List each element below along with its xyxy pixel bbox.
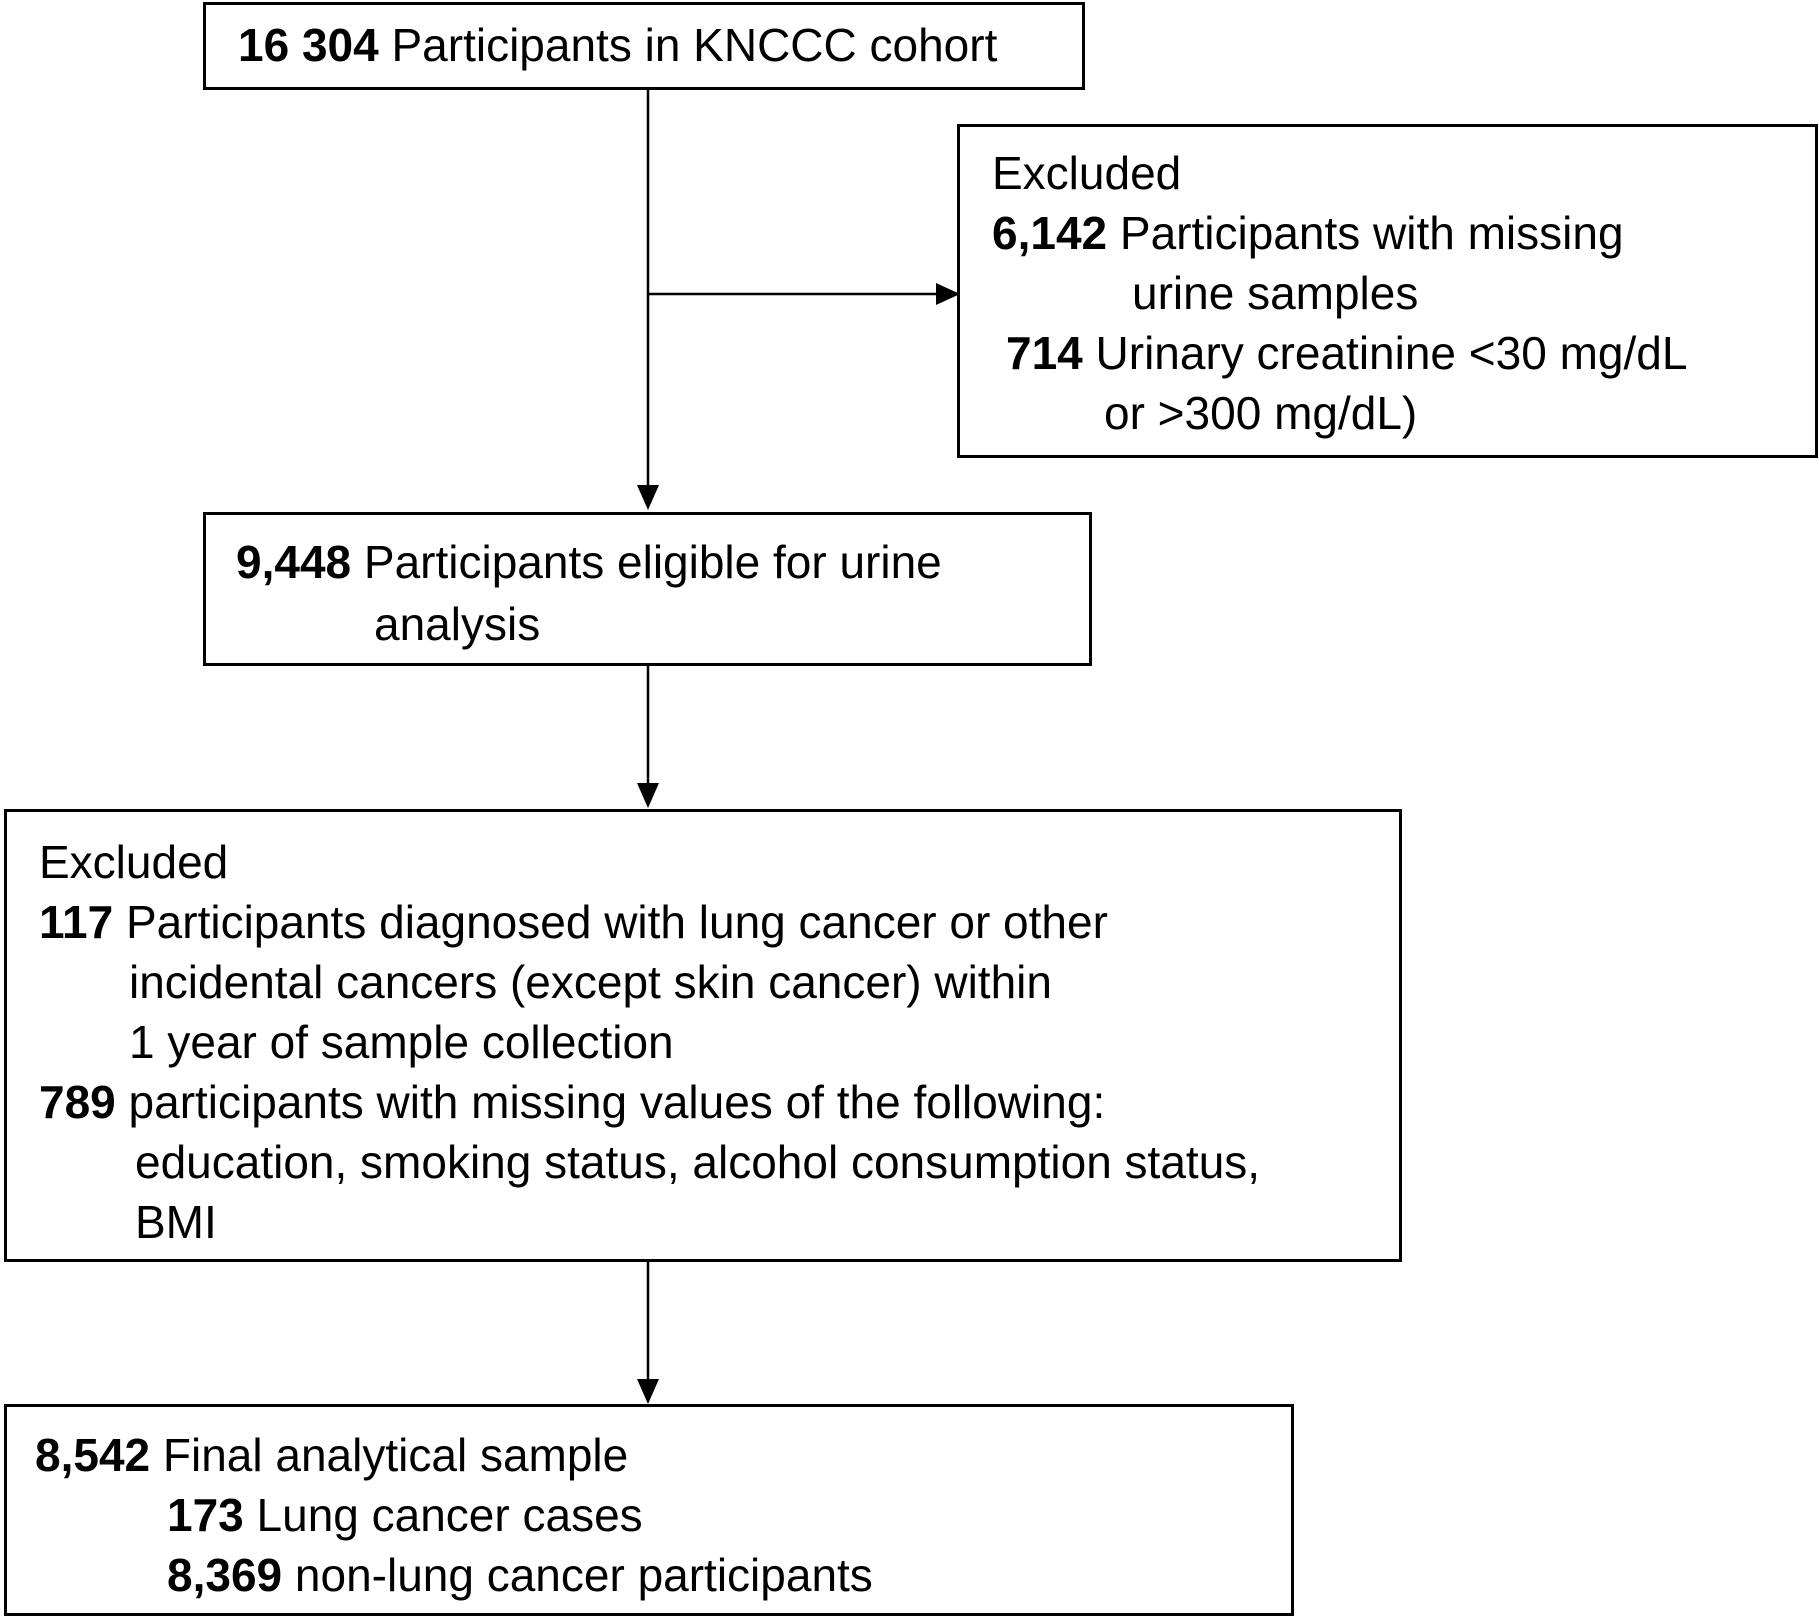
arrowhead-excluded-1 (936, 283, 960, 305)
missing-values-line-1: participants with missing values of the … (128, 1076, 1106, 1128)
creatinine-count: 714 (1006, 327, 1083, 379)
eligible-line-2: analysis (374, 598, 541, 650)
non-lung-cancer-text: non-lung cancer participants (294, 1549, 873, 1601)
creatinine-line-1: Urinary creatinine <30 mg/dL (1095, 327, 1688, 379)
exclusion-heading-1: Excluded (992, 147, 1182, 199)
missing-values-count: 789 (39, 1076, 116, 1128)
final-sample-text: Final analytical sample (162, 1429, 629, 1481)
lung-cancer-count: 173 (167, 1489, 244, 1541)
lung-cancer-text: Lung cancer cases (256, 1489, 643, 1541)
non-lung-cancer-count: 8,369 (167, 1549, 283, 1601)
final-sample-count: 8,542 (35, 1429, 151, 1481)
eligible-line-1: Participants eligible for urine (363, 536, 942, 588)
eligible-count: 9,448 (236, 536, 352, 588)
cancer-diagnosed-line-2: incidental cancers (except skin cancer) … (129, 956, 1052, 1008)
creatinine-line-2: or >300 mg/dL) (1104, 387, 1418, 439)
cohort-text: Participants in KNCCC cohort (391, 19, 998, 71)
cancer-diagnosed-line-3: 1 year of sample collection (129, 1016, 674, 1068)
arrowhead-eligible (637, 485, 659, 510)
missing-urine-count: 6,142 (992, 207, 1108, 259)
missing-values-line-2: education, smoking status, alcohol consu… (135, 1136, 1261, 1188)
cancer-diagnosed-count: 117 (39, 896, 114, 948)
missing-urine-line-1: Participants with missing (1119, 207, 1624, 259)
eligible-box: 9,448 Participants eligible for urine an… (203, 512, 1092, 666)
final-sample-box: 8,542 Final analytical sample 173 Lung c… (4, 1404, 1294, 1616)
cohort-count: 16 304 (238, 19, 379, 71)
exclusion-box-1: Excluded 6,142 Participants with missing… (957, 124, 1818, 458)
cohort-box: 16 304 Participants in KNCCC cohort (203, 2, 1085, 90)
missing-values-line-3: BMI (135, 1196, 217, 1248)
arrowhead-excluded-2 (637, 783, 659, 808)
exclusion-box-2: Excluded 117 Participants diagnosed with… (4, 809, 1402, 1262)
missing-urine-line-2: urine samples (1132, 267, 1419, 319)
cancer-diagnosed-line-1: Participants diagnosed with lung cancer … (126, 896, 1108, 948)
exclusion-heading-2: Excluded (39, 836, 229, 888)
arrowhead-final (637, 1379, 659, 1404)
